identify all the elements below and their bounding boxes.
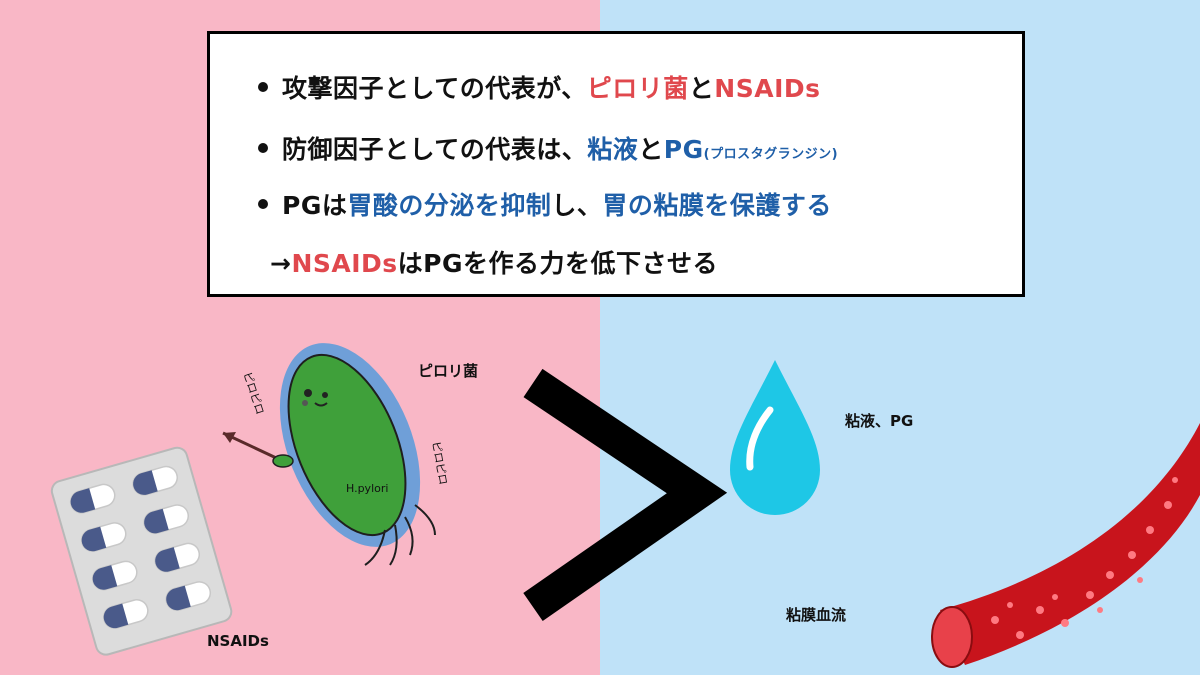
label-blood-flow: 粘膜血流 <box>786 606 847 624</box>
blood-vessel-icon <box>931 423 1200 668</box>
point-attack-factors: 攻撃因子としての代表が、ピロリ菌とNSAIDs <box>258 69 821 105</box>
label-pylori-body: H.pylori <box>346 482 389 495</box>
point-pg-role: PGは胃酸の分泌を抑制し、胃の粘膜を保護する <box>258 186 832 222</box>
bullet-icon <box>258 143 268 153</box>
label-nsaids: NSAIDs <box>207 632 269 650</box>
pill-pack-icon <box>50 446 233 656</box>
bullet-icon <box>258 199 268 209</box>
bacteria-icon <box>222 343 436 566</box>
point-defense-factors: 防御因子としての代表は、粘液とPG(プロスタグランジン) <box>258 130 838 166</box>
label-pylori: ピロリ菌 <box>418 362 479 380</box>
water-drop-icon <box>730 360 820 515</box>
point-nsaids-effect: →NSAIDsはPGを作る力を低下させる <box>270 249 719 278</box>
bullet-icon <box>258 82 268 92</box>
greater-than-icon <box>523 368 728 621</box>
label-mucus-pg: 粘液、PG <box>845 412 914 430</box>
summary-box: 攻撃因子としての代表が、ピロリ菌とNSAIDs 防御因子としての代表は、粘液とP… <box>207 31 1025 297</box>
